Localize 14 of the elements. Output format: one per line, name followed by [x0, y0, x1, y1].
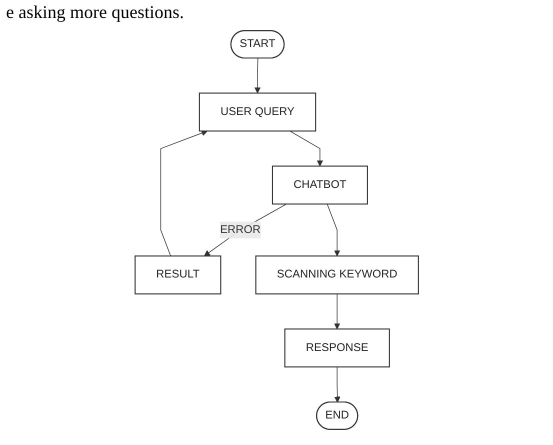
arrow	[334, 366, 340, 403]
arrow	[326, 204, 340, 256]
node-box: CHATBOT	[272, 166, 368, 205]
node-box: SCANNING KEYWORD	[255, 255, 419, 294]
note-text: e asking more questions.	[6, 2, 185, 23]
arrow	[204, 204, 286, 256]
node-box: RESPONSE	[284, 328, 390, 368]
edge-label: ERROR	[220, 224, 260, 236]
arrow	[289, 130, 323, 166]
arrow	[334, 294, 340, 330]
arrow	[254, 58, 260, 94]
node-box: USER QUERY	[198, 92, 316, 132]
arrow	[160, 130, 208, 256]
node-box: RESULT	[134, 255, 221, 294]
